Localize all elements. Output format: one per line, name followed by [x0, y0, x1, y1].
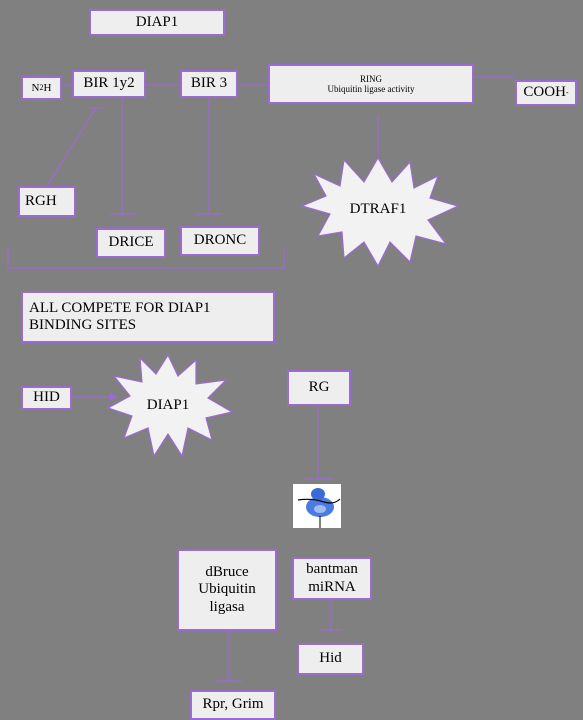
- rgh-box: RGH: [18, 186, 76, 217]
- dtraf1-label: DTRAF1: [328, 201, 428, 218]
- hid-target-box: Hid: [297, 643, 364, 675]
- diap1-star-label: DIAP1: [128, 397, 208, 414]
- dbruce-line1: dBruce: [205, 564, 248, 581]
- ring-title: RING: [360, 74, 382, 84]
- c-terminus-box: COOH-: [515, 80, 577, 106]
- n-terminus-main: N: [32, 82, 40, 95]
- ribosome-icon: [293, 484, 341, 528]
- ring-domain: RING Ubiquitin ligase activity: [268, 64, 474, 104]
- rg-box: RG: [287, 370, 351, 406]
- drice-box: DRICE: [96, 228, 166, 258]
- bir3-domain: BIR 3: [180, 70, 238, 98]
- rgh-binding-line: [47, 108, 96, 186]
- bir12-domain: BIR 1y2: [72, 70, 146, 98]
- n-terminus-tail: H: [44, 82, 52, 95]
- rpr-grim-box: Rpr, Grim: [190, 690, 276, 720]
- c-terminus-superscript: -: [566, 88, 569, 97]
- compete-note-box: ALL COMPETE FOR DIAP1 BINDING SITES: [21, 291, 275, 343]
- dronc-box: DRONC: [180, 226, 260, 256]
- bantam-line1: bantman: [306, 561, 358, 578]
- dbruce-line2: Ubiquitin: [198, 581, 256, 598]
- c-terminus-main: COOH: [523, 84, 566, 101]
- arrowhead: [110, 393, 118, 401]
- dbruce-box: dBruce Ubiquitin ligasa: [177, 549, 277, 631]
- bantam-line2: miRNA: [308, 579, 356, 596]
- dbruce-line3: ligasa: [210, 599, 245, 616]
- hid-box: HID: [21, 386, 72, 410]
- bantam-mirna-box: bantman miRNA: [292, 557, 372, 600]
- compete-note-line2: BINDING SITES: [29, 317, 136, 334]
- compete-note-line1: ALL COMPETE FOR DIAP1: [29, 300, 211, 317]
- ring-subtitle: Ubiquitin ligase activity: [328, 84, 415, 94]
- title-box: DIAP1: [89, 9, 225, 36]
